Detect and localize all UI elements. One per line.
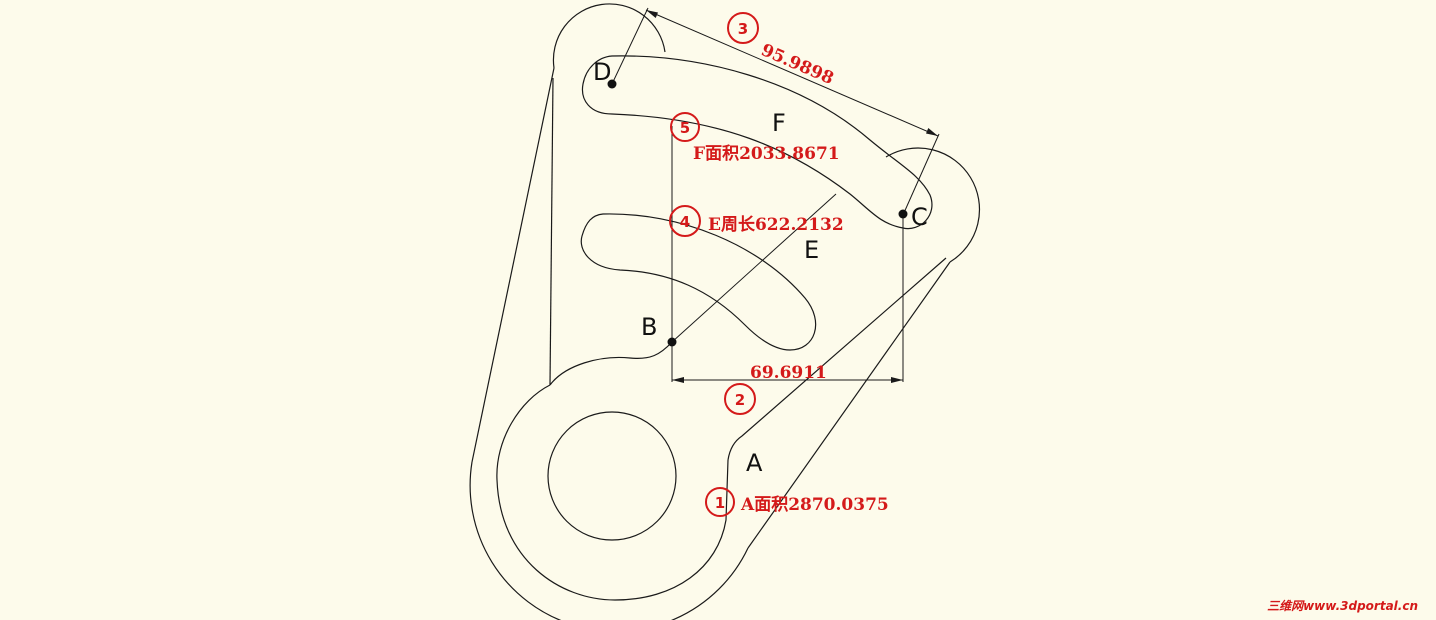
bc-arrow-right <box>891 377 903 383</box>
marker-2: 2 <box>724 383 756 415</box>
f-area-annotation: F面积2033.8671 <box>693 144 840 164</box>
dc-arrow-right <box>926 128 938 136</box>
a-area-annotation: A面积2870.0375 <box>740 495 889 515</box>
upper-slot-f <box>581 55 933 230</box>
watermark: 三维网www.3dportal.cn <box>1267 599 1418 613</box>
round-hole <box>547 411 677 541</box>
top-left-arc <box>552 3 666 69</box>
right-tangent-line <box>747 261 951 549</box>
inner-left-line <box>549 77 554 386</box>
label-f: F <box>772 109 786 137</box>
c-boss-arc <box>885 147 981 263</box>
marker-4-text: 4 <box>680 213 690 231</box>
point-d-dot <box>607 79 617 89</box>
dimension-lines <box>611 7 940 383</box>
marker-5: 5 <box>670 112 700 142</box>
point-c-dot <box>898 209 908 219</box>
point-b-dot <box>667 337 677 347</box>
inner-right-line <box>727 257 947 461</box>
bc-dimension-value: 69.6911 <box>750 363 827 383</box>
marker-4: 4 <box>669 205 701 237</box>
dc-arrow-left <box>646 10 658 18</box>
marker-3: 3 <box>727 12 759 44</box>
c-aligned-extension <box>902 133 940 216</box>
d-extension-line <box>611 7 649 85</box>
part-outline <box>469 3 981 620</box>
marker-3-text: 3 <box>738 20 748 38</box>
b-diagonal-line <box>671 193 837 343</box>
dc-dimension-line <box>645 9 939 137</box>
label-e: E <box>804 236 819 264</box>
label-b: B <box>641 313 657 341</box>
marker-1: 1 <box>705 487 735 517</box>
label-d: D <box>593 58 611 86</box>
marker-2-text: 2 <box>735 391 745 409</box>
e-perimeter-annotation: E周长622.2132 <box>708 214 844 235</box>
region-a-contour <box>496 77 947 601</box>
bc-arrow-left <box>672 377 684 383</box>
inner-upper-arc <box>549 341 673 386</box>
left-tangent-line <box>471 67 555 463</box>
label-a: A <box>746 449 763 477</box>
marker-5-text: 5 <box>680 119 690 137</box>
lower-slot-e <box>580 213 817 351</box>
inner-bottom-arc <box>496 384 729 601</box>
label-c: C <box>911 203 928 231</box>
marker-1-text: 1 <box>715 494 725 512</box>
outer-bottom-arc <box>469 461 749 620</box>
